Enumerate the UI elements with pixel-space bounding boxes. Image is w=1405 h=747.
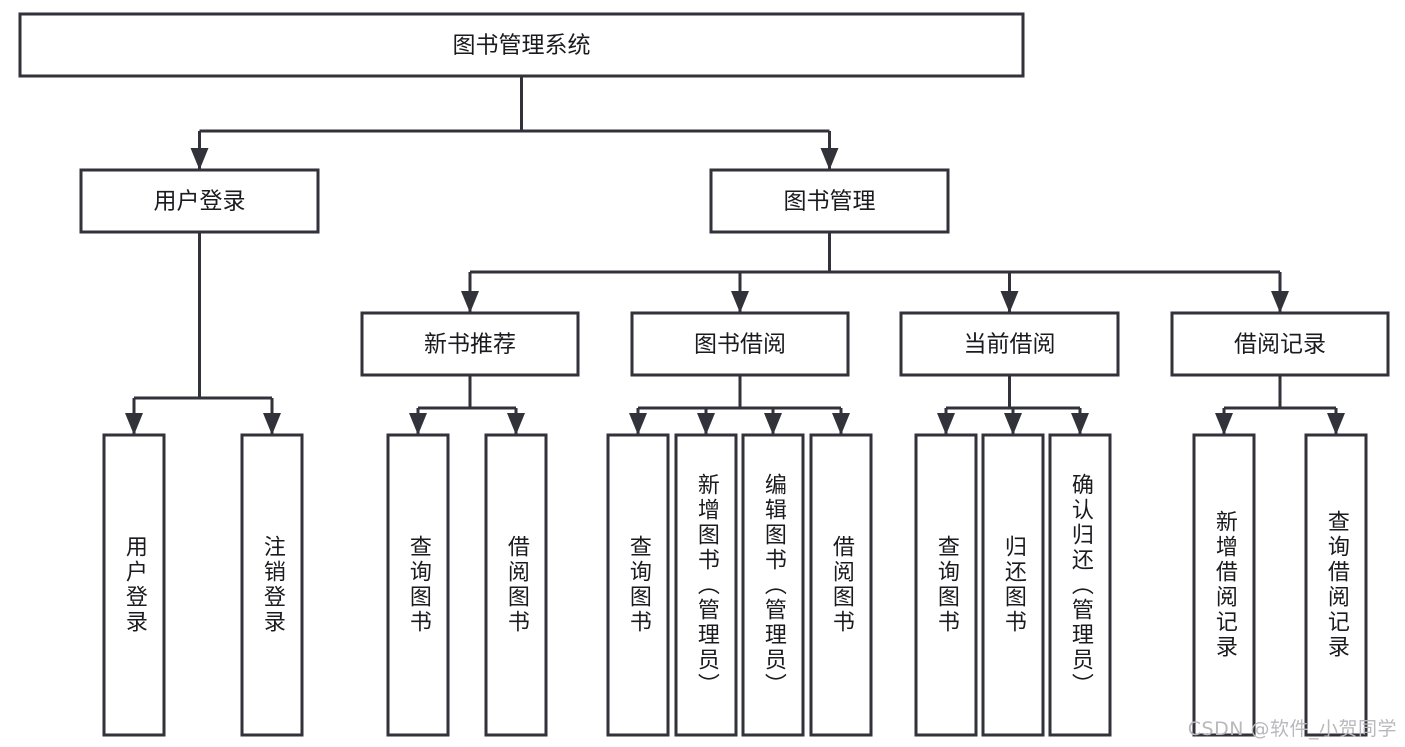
node-leaf-user-login-label: 用户登录 (121, 535, 147, 635)
arrow-head-icon (507, 413, 525, 435)
arrow-head-icon (1327, 413, 1345, 435)
node-leaf-return-book-label: 归还图书 (1000, 535, 1026, 635)
node-new-book-recommend[interactable] (360, 311, 580, 377)
node-current-borrow-label: 当前借阅 (964, 332, 1056, 358)
node-leaf-add-borrow-record-label: 新增借阅记录 (1211, 510, 1237, 660)
arrow-head-icon (409, 413, 427, 435)
node-leaf-confirm-return-admin-label: 确认归还（管理员） (1067, 472, 1093, 698)
node-leaf-query-book-3-label: 查询图书 (933, 535, 959, 635)
node-user-login[interactable] (79, 168, 320, 234)
node-user-login-label: 用户登录 (154, 189, 246, 215)
arrow-head-icon (820, 148, 839, 170)
node-leaf-query-book-1[interactable] (386, 433, 450, 737)
connector-layer (125, 76, 1345, 435)
node-borrow-record[interactable] (1170, 311, 1390, 377)
node-leaf-edit-book-admin-label: 编辑图书（管理员） (760, 472, 786, 698)
node-borrow-record-label: 借阅记录 (1234, 332, 1326, 358)
node-leaf-query-book-3[interactable] (914, 433, 978, 737)
arrow-head-icon (461, 291, 479, 313)
arrow-head-icon (629, 413, 647, 435)
node-leaf-borrow-book-2-label: 借阅图书 (828, 535, 854, 635)
node-leaf-query-book-1-label: 查询图书 (405, 535, 431, 635)
arrow-head-icon (1004, 413, 1022, 435)
arrow-head-icon (1000, 291, 1019, 313)
arrow-head-icon (1271, 291, 1289, 313)
box-layer (18, 12, 1390, 737)
arrow-head-icon (832, 413, 850, 435)
node-leaf-user-login[interactable] (102, 433, 166, 737)
arrow-head-icon (1071, 413, 1089, 435)
node-leaf-confirm-return-admin[interactable] (1048, 433, 1112, 737)
arrow-head-icon (190, 148, 209, 170)
node-leaf-return-book[interactable] (981, 433, 1045, 737)
node-leaf-borrow-book-1[interactable] (484, 433, 548, 737)
node-current-borrow[interactable] (899, 311, 1120, 377)
node-leaf-query-book-2[interactable] (606, 433, 670, 737)
arrow-head-icon (731, 291, 749, 313)
node-leaf-borrow-book-1-label: 借阅图书 (503, 535, 529, 635)
node-leaf-add-borrow-record[interactable] (1192, 433, 1256, 737)
arrow-head-icon (263, 413, 281, 435)
arrow-head-icon (1215, 413, 1233, 435)
node-leaf-add-book-admin[interactable] (674, 433, 738, 737)
node-leaf-edit-book-admin[interactable] (741, 433, 805, 737)
node-root-label: 图书管理系统 (453, 33, 591, 59)
arrow-head-icon (697, 413, 715, 435)
node-leaf-add-book-admin-label: 新增图书（管理员） (693, 472, 719, 698)
node-leaf-query-borrow-record[interactable] (1304, 433, 1368, 737)
node-new-book-recommend-label: 新书推荐 (424, 332, 516, 358)
node-leaf-user-logout[interactable] (240, 433, 304, 737)
arrow-head-icon (125, 413, 143, 435)
arrow-head-icon (937, 413, 955, 435)
node-leaf-query-borrow-record-label: 查询借阅记录 (1323, 510, 1349, 660)
node-book-borrow[interactable] (630, 311, 850, 377)
node-root[interactable] (18, 12, 1025, 78)
node-book-manage-label: 图书管理 (784, 189, 876, 215)
node-leaf-borrow-book-2[interactable] (809, 433, 873, 737)
node-leaf-user-logout-label: 注销登录 (259, 535, 285, 635)
watermark-text: CSDN @软件_小贺同学 (1187, 718, 1397, 740)
node-book-manage[interactable] (709, 168, 950, 234)
node-book-borrow-label: 图书借阅 (694, 332, 786, 358)
node-leaf-query-book-2-label: 查询图书 (625, 535, 651, 635)
arrow-head-icon (764, 413, 782, 435)
